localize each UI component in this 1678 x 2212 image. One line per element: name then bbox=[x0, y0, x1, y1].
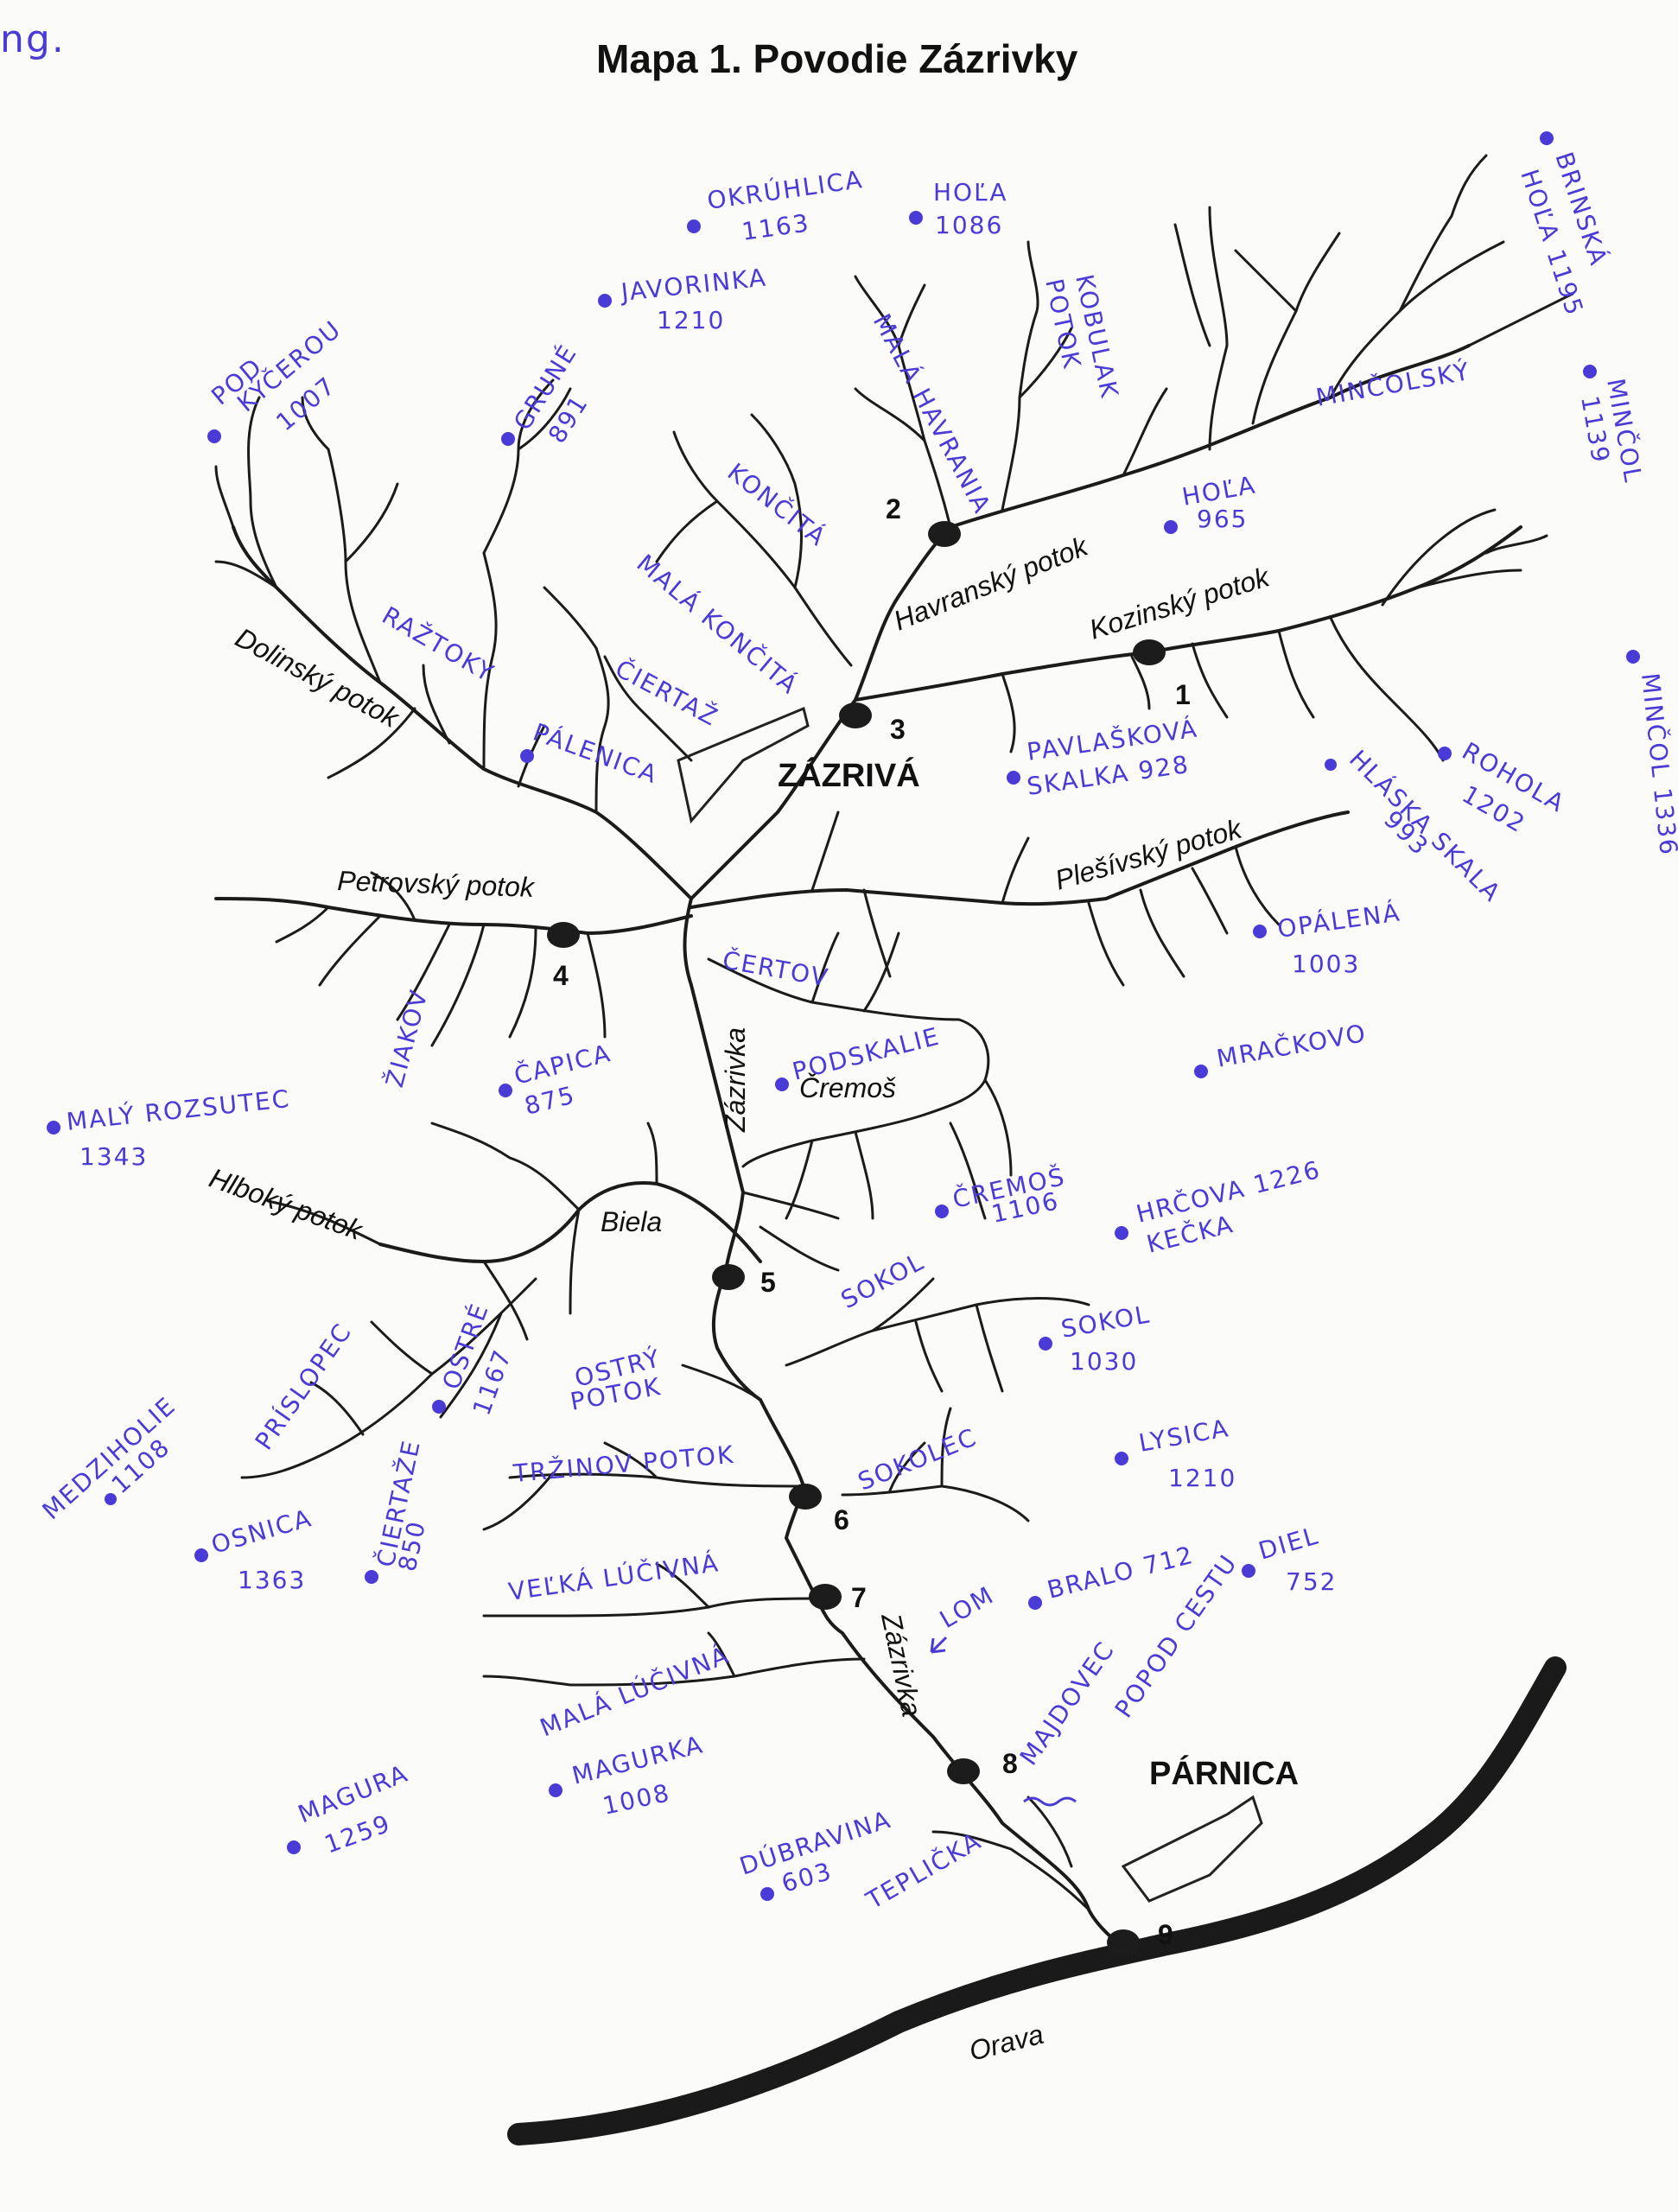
sokol-stream-label: SOKOL bbox=[836, 1247, 930, 1314]
mala-havrania-label: MALÁ HAVRANIA bbox=[868, 308, 998, 518]
ziakov-label: ŽIAKOV bbox=[379, 986, 434, 1090]
station-2-label: 2 bbox=[886, 493, 901, 524]
havransky-label: Havranský potok bbox=[889, 530, 1093, 636]
majdovec-squiggle-icon bbox=[1023, 1796, 1077, 1807]
station-8-marker bbox=[947, 1758, 980, 1784]
station-6-marker bbox=[789, 1484, 822, 1510]
opalena-elev: 1003 bbox=[1292, 950, 1360, 978]
station-9-label: 9 bbox=[1158, 1919, 1173, 1950]
diel-name: DIEL bbox=[1255, 1521, 1322, 1565]
velka-lucivna-label: VEĽKÁ LÚČIVNÁ bbox=[506, 1548, 721, 1606]
koncita-label: KONČITÁ bbox=[722, 457, 833, 552]
javorinka-name: JAVORINKA bbox=[618, 263, 768, 307]
mrackovo-label: MRAČKOVO bbox=[1214, 1018, 1369, 1073]
mincol-1336-label: MINČOL 1336 bbox=[1636, 671, 1678, 857]
biela-hlboky-potok bbox=[378, 1181, 762, 1263]
hlboky-label: Hlboký potok bbox=[206, 1162, 368, 1247]
station-4-marker bbox=[547, 922, 580, 948]
magurka-name: MAGURKA bbox=[569, 1730, 707, 1790]
osnica-elev: 1363 bbox=[238, 1566, 306, 1594]
biela-label: Biela bbox=[601, 1206, 662, 1237]
lom-arrow-icon bbox=[930, 1636, 948, 1654]
mincolsky-label: MINČOLSKÝ bbox=[1313, 356, 1472, 412]
station-5-label: 5 bbox=[760, 1267, 776, 1298]
station-1-label: 1 bbox=[1175, 679, 1191, 710]
sokolec-label: SOKOLEC bbox=[854, 1422, 981, 1496]
orava-label: Orava bbox=[966, 2018, 1046, 2067]
station-4-label: 4 bbox=[553, 960, 569, 991]
maly-rozsutec-elev: 1343 bbox=[79, 1142, 148, 1171]
station-6-label: 6 bbox=[834, 1504, 849, 1535]
station-5-marker bbox=[712, 1264, 745, 1290]
certov-label: ČERTOV bbox=[721, 944, 831, 992]
majdovec-1: MAJDOVEC bbox=[1014, 1636, 1121, 1770]
plesivsky-potok bbox=[690, 810, 1350, 909]
ciertaz-top-label: ČIERTAŽ bbox=[611, 653, 724, 732]
magura-name: MAGURA bbox=[294, 1759, 412, 1829]
parnica-label: PÁRNICA bbox=[1149, 1754, 1299, 1792]
station-7-label: 7 bbox=[851, 1582, 867, 1613]
prislopec-label: PRÍSLOPEC bbox=[249, 1317, 358, 1455]
raztoky-label: RAŽTOKY bbox=[378, 601, 500, 689]
javorinka-elev: 1210 bbox=[657, 306, 725, 334]
sokol-hill-elev: 1030 bbox=[1070, 1347, 1138, 1376]
orava-river bbox=[507, 1656, 1567, 2145]
zazriva-village-area bbox=[677, 706, 810, 824]
teplicka-label: TEPLIČKA bbox=[861, 1826, 987, 1916]
maly-rozsutec-name: MALÝ ROZSUTEC bbox=[65, 1084, 292, 1136]
map-title: Mapa 1. Povodie Zázrivky bbox=[596, 36, 1078, 81]
lysica-name: LYSICA bbox=[1136, 1414, 1231, 1458]
trzinov-label: TRŽINOV POTOK bbox=[512, 1440, 736, 1488]
mala-lucivna-label: MALÁ LÚČIVNÁ bbox=[536, 1640, 734, 1743]
okruhlica-name: OKRÚHLICA bbox=[705, 164, 865, 215]
station-9-marker bbox=[1107, 1929, 1140, 1955]
zazrivka-lower-label: Zázrivka bbox=[875, 1610, 928, 1719]
hola-top-elev: 1086 bbox=[935, 211, 1003, 239]
petrovsky-potok bbox=[214, 897, 693, 935]
handwritten-annotations: OKRÚHLICA 1163 HOĽA 1086 JAVORINKA 1210 … bbox=[37, 131, 1678, 1916]
havransky-potok bbox=[854, 344, 1471, 702]
kozinsky-label: Kozinský potok bbox=[1086, 561, 1274, 645]
station-3-marker bbox=[839, 702, 872, 728]
gauging-stations: 1 2 3 4 5 6 7 8 9 bbox=[547, 493, 1191, 1955]
petrovsky-label: Petrovský potok bbox=[337, 865, 537, 903]
hola-965-elev: 965 bbox=[1197, 505, 1248, 533]
sokol-hill-name: SOKOL bbox=[1058, 1300, 1152, 1344]
cremos-label: Čremoš bbox=[799, 1072, 896, 1103]
bralo-label: BRALO 712 bbox=[1045, 1541, 1197, 1605]
lom-label: LOM bbox=[935, 1580, 999, 1634]
station-3-label: 3 bbox=[890, 714, 906, 745]
zazriva-label: ZÁZRIVÁ bbox=[778, 756, 920, 794]
station-8-label: 8 bbox=[1002, 1748, 1018, 1779]
dolinsky-potok bbox=[232, 525, 693, 900]
okruhlica-elev: 1163 bbox=[740, 208, 811, 246]
station-1-marker bbox=[1133, 639, 1166, 665]
lysica-elev: 1210 bbox=[1168, 1464, 1236, 1492]
zazrivka-upper-label: Zázrivka bbox=[720, 1027, 751, 1133]
station-2-marker bbox=[928, 521, 961, 547]
parnica-village-area bbox=[1121, 1795, 1263, 1903]
osnica-name: OSNICA bbox=[208, 1503, 315, 1560]
opalena-name: OPÁLENÁ bbox=[1275, 897, 1402, 944]
corner-note: ng. bbox=[0, 17, 66, 61]
diel-elev: 752 bbox=[1286, 1567, 1337, 1596]
hola-top-name: HOĽA bbox=[933, 178, 1008, 207]
station-7-marker bbox=[809, 1584, 842, 1610]
magurka-elev: 1008 bbox=[601, 1778, 673, 1821]
